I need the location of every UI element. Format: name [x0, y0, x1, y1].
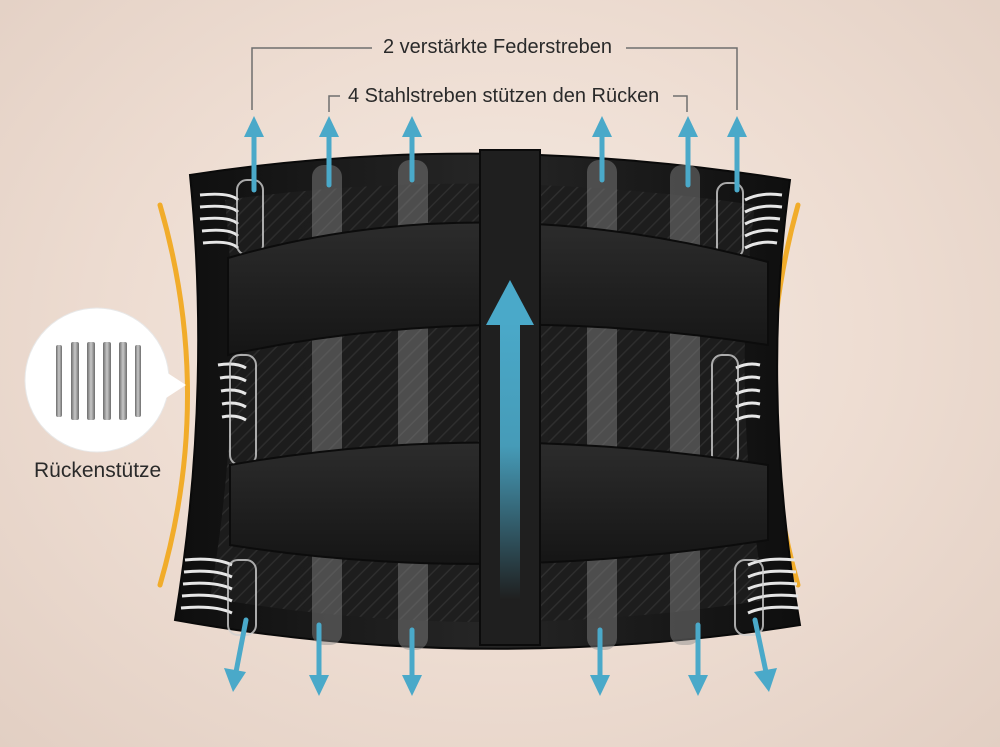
back-support-label: Rückenstütze	[34, 459, 162, 482]
strut-bars	[56, 342, 141, 420]
steel-struts-label: 4 Stahlstreben stützen den Rücken	[348, 85, 660, 107]
annotation-lines	[251, 47, 738, 112]
upward-arrows	[244, 116, 747, 193]
left-posture-curve	[157, 202, 190, 588]
belt	[173, 149, 802, 650]
back-support-inset	[24, 307, 186, 453]
downward-arrows	[224, 617, 777, 696]
center-up-arrow	[486, 280, 534, 600]
spring-struts-label: 2 verstärkte Federstreben	[383, 36, 612, 58]
